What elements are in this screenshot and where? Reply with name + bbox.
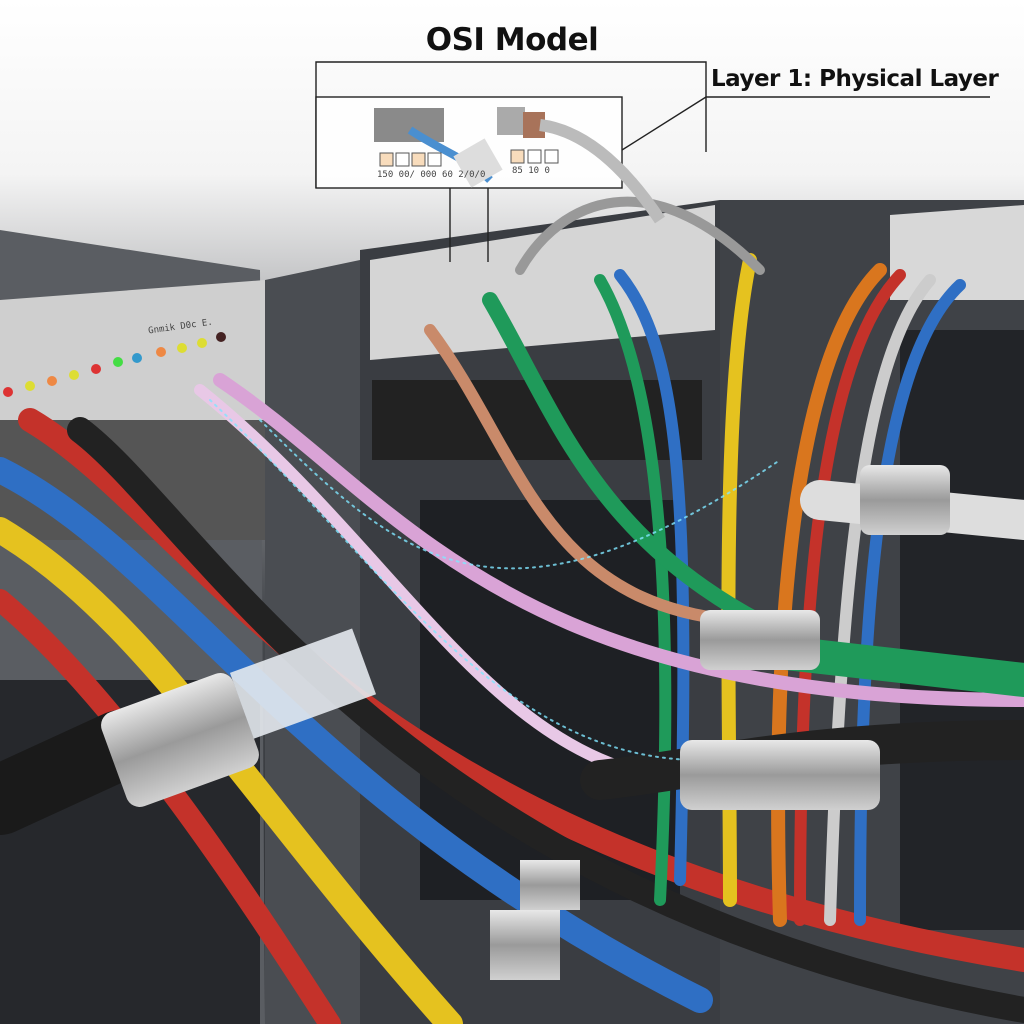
status-leds [3,332,226,397]
layer-callout-label: Layer 1: Physical Layer [711,66,999,92]
inset-right-codes: 85 10 0 [512,166,550,176]
inset-connector-illustration [374,107,665,224]
diagram-title: OSI Model [425,22,599,58]
inset-left-codes: 150 00/ 000 60 2/0/0 [377,170,486,180]
rj45-connectors [101,465,950,980]
